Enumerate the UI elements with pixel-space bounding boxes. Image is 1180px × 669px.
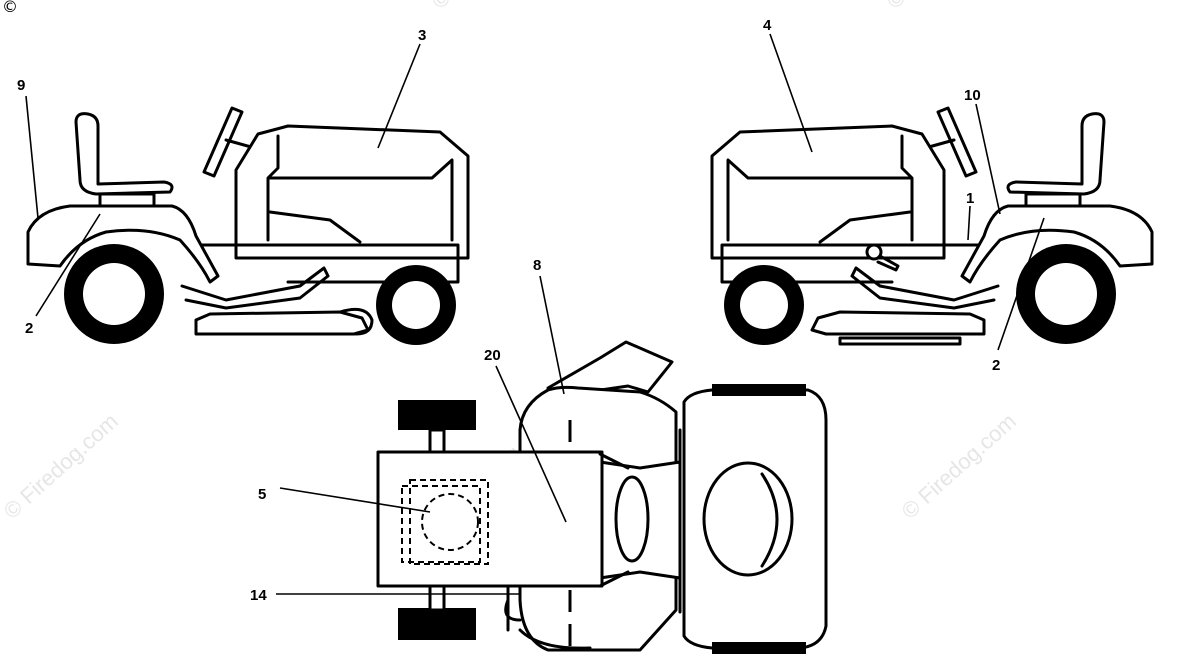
callout-5: 5 (258, 486, 266, 503)
callout-2-right: 2 (992, 357, 1000, 374)
leader-8 (539, 275, 565, 395)
leader-9 (25, 95, 39, 219)
callout-10: 10 (964, 87, 981, 104)
callout-lines (25, 33, 1045, 595)
watermark-top-center: © Firedog.com (427, 0, 551, 14)
seat-pan-top (376, 450, 604, 588)
leader-20 (495, 365, 567, 523)
hood-left (234, 124, 470, 260)
rear-fender-right (960, 204, 1154, 284)
callout-labels: 3 4 9 10 1 2 2 8 20 5 14 (17, 17, 1000, 604)
leader-4 (769, 33, 813, 153)
leader-2-left (35, 213, 101, 317)
rear-tire-bottom (398, 608, 476, 640)
seat-left (74, 112, 174, 196)
leader-2-right (997, 217, 1045, 351)
leader-1 (967, 205, 971, 241)
callout-8: 8 (533, 257, 541, 274)
tractor-right-side-view (710, 106, 1154, 346)
callout-2-left: 2 (25, 320, 33, 337)
callout-14: 14 (250, 587, 267, 604)
steering-wheel-left (202, 106, 244, 178)
watermark-top-right: © Firedog.com (882, 0, 1006, 14)
steering-wheel-right (936, 106, 978, 178)
leader-10 (975, 103, 1001, 215)
callout-4: 4 (763, 17, 772, 34)
callout-3: 3 (418, 27, 426, 44)
callout-20: 20 (484, 347, 501, 364)
tractor-top-view (376, 340, 828, 654)
engine-cover-top (702, 461, 794, 577)
watermark-right: © Firedog.com (897, 408, 1021, 523)
decal-area-5 (401, 485, 481, 563)
rear-tire-top (398, 400, 476, 430)
callout-1: 1 (966, 190, 974, 207)
ignition-key (865, 243, 883, 261)
hood-right (710, 124, 946, 260)
watermarks: © Firedog.com © Firedog.com © Firedog.co… (0, 0, 1021, 524)
watermark-left: © Firedog.com (0, 408, 123, 523)
copyright-symbol: © (2, 0, 18, 16)
callout-9: 9 (17, 77, 25, 94)
mower-deck-right (810, 310, 986, 336)
leader-5 (279, 487, 431, 513)
rear-fender-left (26, 204, 220, 284)
steering-wheel-top (614, 475, 650, 563)
tractor-left-side-view (26, 106, 470, 345)
mower-deck-left (194, 310, 370, 336)
seat-right (1006, 112, 1106, 196)
leader-3 (377, 43, 421, 149)
